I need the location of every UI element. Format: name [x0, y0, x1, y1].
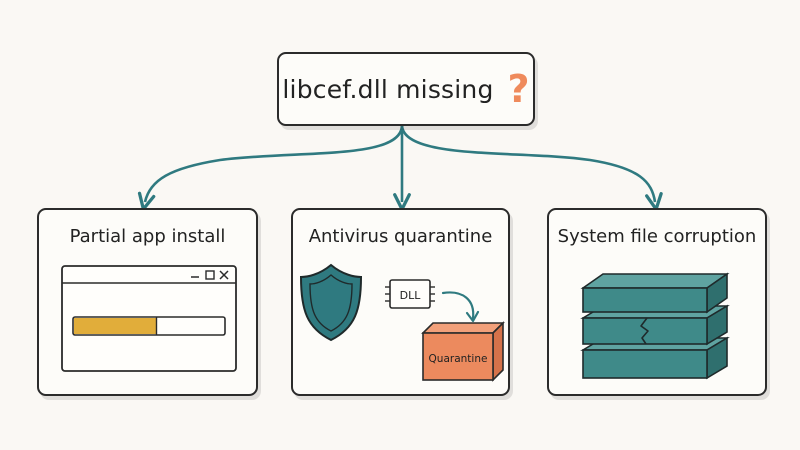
installer-window-icon: [61, 265, 237, 372]
bottom-layer: [580, 336, 730, 380]
cause-title: System file corruption: [557, 226, 757, 247]
cause-card-antivirus: Antivirus quarantine DLL Quarantine: [291, 208, 510, 396]
chip-label: DLL: [400, 289, 422, 302]
progress-fill: [74, 318, 157, 334]
cause-title: Antivirus quarantine: [308, 226, 493, 247]
question-mark-icon: ?: [507, 67, 530, 111]
top-layer: [580, 272, 730, 314]
cause-card-partial-install: Partial app install: [37, 208, 258, 396]
close-icon: [219, 270, 229, 280]
connector-left: [137, 125, 404, 211]
quarantine-label: Quarantine: [429, 353, 488, 365]
antivirus-illustration: DLL Quarantine: [299, 263, 505, 382]
cause-title: Partial app install: [69, 226, 226, 247]
cause-card-file-corruption: System file corruption: [547, 208, 767, 396]
crack-icon: [640, 317, 649, 345]
arrow-icon: [441, 291, 480, 323]
dll-chip-icon: DLL: [385, 279, 435, 309]
root-node: libcef.dll missing ?: [277, 52, 535, 126]
quarantine-box-icon: Quarantine: [421, 321, 505, 382]
connector-right: [400, 125, 663, 211]
maximize-icon: [205, 270, 215, 280]
root-label: libcef.dll missing: [282, 74, 494, 104]
shield-icon: [299, 263, 363, 342]
stacked-disks-icon: [580, 272, 730, 380]
